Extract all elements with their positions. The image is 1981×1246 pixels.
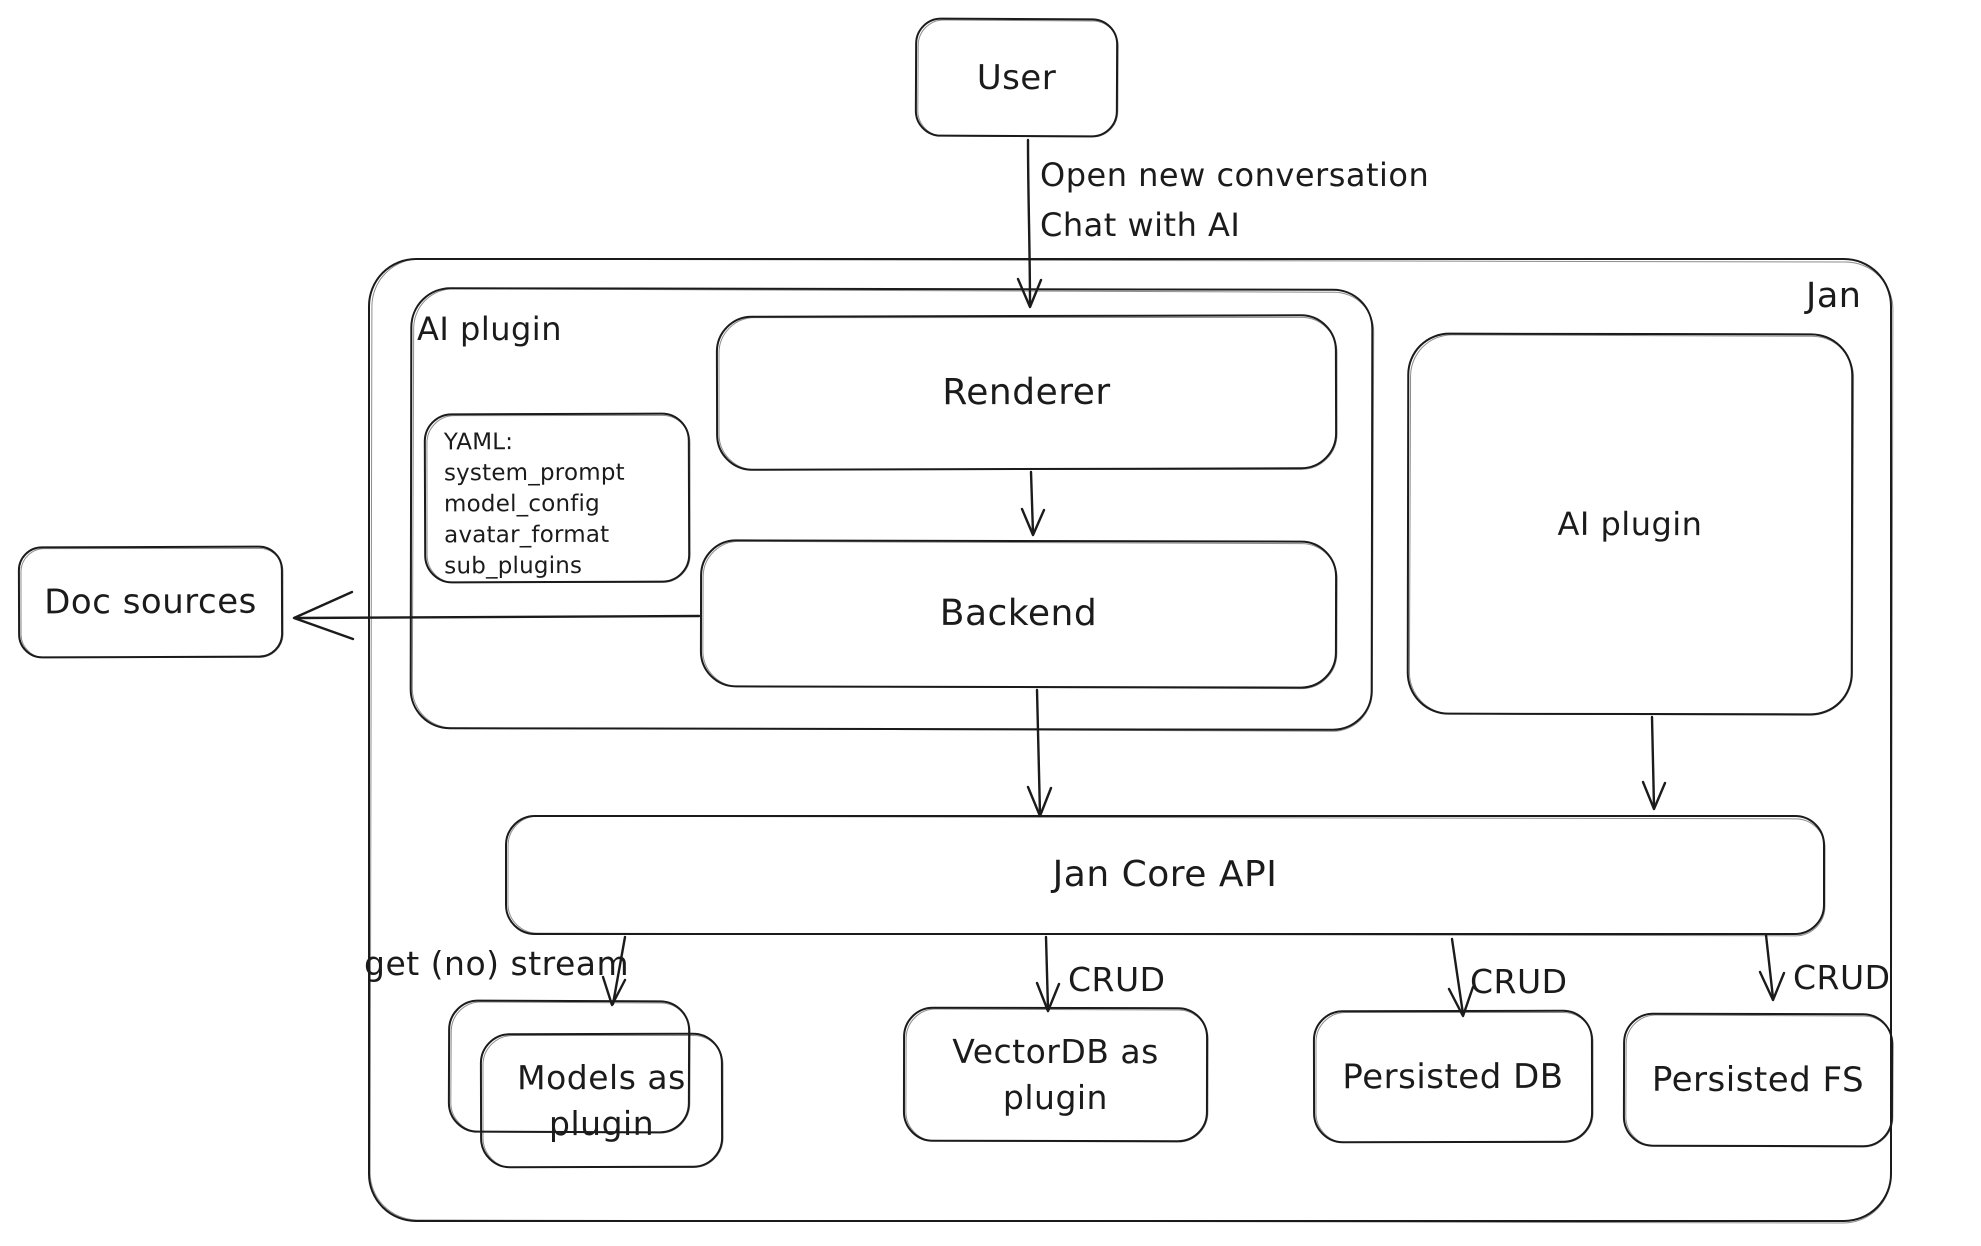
- vectordb-edge-label: CRUD: [1068, 960, 1166, 999]
- yaml-note-line-sub-plugins: sub_plugins: [444, 552, 583, 580]
- persisted-fs-edge-label: CRUD: [1793, 958, 1891, 997]
- persisted-db-node: Persisted DB: [1312, 1009, 1594, 1144]
- models-node-label-line1: Models as: [517, 1057, 686, 1097]
- yaml-note-title: YAML:: [443, 429, 514, 456]
- yaml-note: YAML: system_prompt model_config avatar_…: [423, 412, 691, 584]
- vectordb-node-label-line1: VectorDB as: [952, 1031, 1159, 1071]
- yaml-note-line-system-prompt: system_prompt: [443, 459, 625, 487]
- renderer-node: Renderer: [715, 314, 1338, 471]
- ai-plugin-right-node: AI plugin: [1406, 332, 1854, 716]
- backend-node: Backend: [699, 539, 1338, 689]
- jan-container-label: Jan: [1806, 276, 1862, 316]
- persisted-db-label: Persisted DB: [1342, 1056, 1564, 1097]
- ai-plugin-right-label: AI plugin: [1557, 504, 1703, 544]
- models-node-label-line2: plugin: [548, 1103, 655, 1143]
- jan-core-api-label: Jan Core API: [1052, 854, 1278, 895]
- jan-core-api-node: Jan Core API: [505, 815, 1825, 935]
- renderer-node-label: Renderer: [942, 371, 1111, 413]
- user-flow-edge-label: Open new conversation Chat with AI: [1040, 150, 1429, 250]
- ai-plugin-left-label: AI plugin: [417, 310, 562, 348]
- user-node-label: User: [976, 57, 1057, 98]
- models-edge-label: get (no) stream: [364, 944, 630, 983]
- doc-sources-node: Doc sources: [17, 545, 284, 659]
- backend-node-label: Backend: [939, 592, 1098, 635]
- vectordb-node-label-line2: plugin: [1002, 1077, 1109, 1117]
- yaml-note-line-avatar-format: avatar_format: [444, 521, 610, 549]
- persisted-fs-label: Persisted FS: [1651, 1059, 1865, 1101]
- yaml-note-line-model-config: model_config: [443, 490, 600, 518]
- persisted-fs-node: Persisted FS: [1622, 1012, 1894, 1148]
- vectordb-node: VectorDB as plugin: [902, 1006, 1209, 1143]
- user-node: User: [914, 17, 1119, 138]
- doc-sources-node-label: Doc sources: [44, 581, 257, 623]
- models-node: Models as plugin: [479, 1032, 724, 1169]
- jan-container: [368, 258, 1892, 1222]
- persisted-db-edge-label: CRUD: [1470, 962, 1568, 1001]
- user-flow-edge-label-line2: Chat with AI: [1040, 206, 1241, 244]
- user-flow-edge-label-line1: Open new conversation: [1040, 156, 1430, 194]
